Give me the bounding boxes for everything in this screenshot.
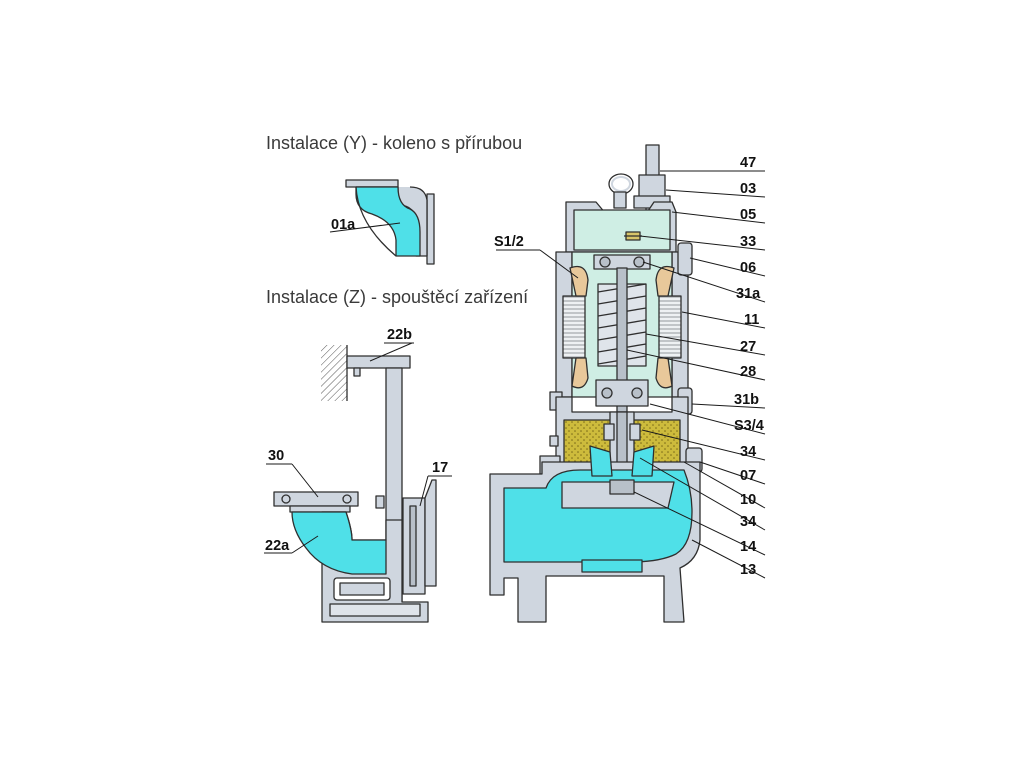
caption-install-z: Instalace (Z) - spouštěcí zařízení [266,287,528,307]
label-34-upper: 34 [740,444,756,460]
label-s12: S1/2 [494,234,524,250]
leader-22a [291,535,319,554]
label-33: 33 [740,234,756,250]
callout-leaders [496,170,766,579]
leader-01a [329,222,401,233]
label-31a: 31a [736,286,761,302]
label-01a: 01a [331,217,356,233]
label-22b: 22b [387,327,412,343]
pump-cross-section [489,144,703,623]
label-34-lower: 34 [740,514,756,530]
label-27: 27 [740,339,756,355]
leader-17 [419,475,429,507]
label-47: 47 [740,155,756,171]
guide-rail-assembly [273,345,437,623]
leader-22b [369,342,413,362]
leader-30 [291,463,319,498]
label-30: 30 [268,448,284,464]
label-05: 05 [740,207,756,223]
label-28: 28 [740,364,756,380]
label-31b: 31b [734,392,759,408]
caption-install-y: Instalace (Y) - koleno s přírubou [266,133,522,153]
label-17: 17 [432,460,448,476]
label-03: 03 [740,181,756,197]
label-22a: 22a [265,538,290,554]
label-13: 13 [740,562,756,578]
elbow-flange-drawing [345,179,435,265]
label-10: 10 [740,492,756,508]
label-s34: S3/4 [734,418,764,434]
label-06: 06 [740,260,756,276]
label-14: 14 [740,539,756,555]
label-07: 07 [740,468,756,484]
label-11: 11 [744,312,759,328]
